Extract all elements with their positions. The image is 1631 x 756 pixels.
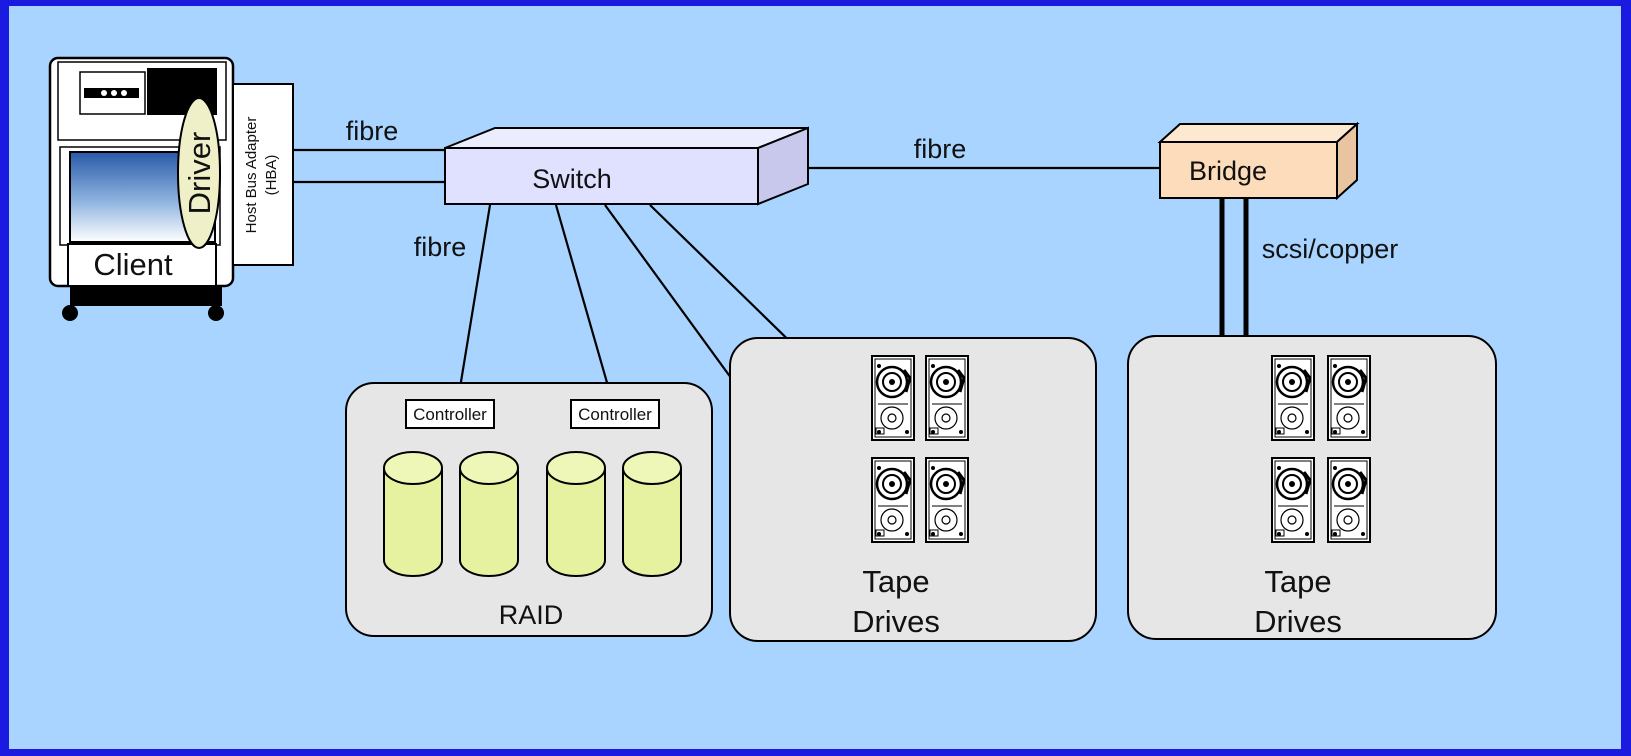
raid-group	[345, 382, 713, 637]
tape-drive-icon	[870, 354, 916, 442]
tape-drive-icon	[924, 456, 970, 544]
raid-label: RAID	[499, 600, 564, 630]
hba-label-line2: (HBA)	[263, 155, 280, 196]
raid-controller-2-label: Controller	[578, 405, 652, 424]
raid-disk	[459, 451, 519, 577]
raid-controller-1	[405, 399, 495, 429]
tape-drive-icon	[1270, 354, 1316, 442]
tape-group-1-line1: Tape	[862, 564, 929, 599]
driver-oval	[177, 97, 221, 249]
raid-controller-2	[570, 399, 660, 429]
switch-box	[444, 126, 809, 206]
tape-group-2-line2: Drives	[1254, 604, 1342, 639]
driver-label: Driver	[182, 132, 217, 215]
tape-drive-icon	[924, 354, 970, 442]
tape-drive-icon	[1270, 456, 1316, 544]
fibre-label-client: fibre	[346, 116, 399, 146]
bridge-label: Bridge	[1189, 156, 1267, 186]
scsi-copper-label: scsi/copper	[1262, 234, 1399, 264]
fibre-label-raid: fibre	[414, 232, 467, 262]
switch-label: Switch	[532, 164, 612, 194]
raid-disk	[383, 451, 443, 577]
client-label: Client	[93, 247, 173, 282]
raid-controller-1-label: Controller	[413, 405, 487, 424]
raid-disk	[622, 451, 682, 577]
wheel-icon	[208, 305, 224, 321]
tape-group-1-line2: Drives	[852, 604, 940, 639]
tape-group-2-line1: Tape	[1264, 564, 1331, 599]
hba-label-line1: Host Bus Adapter	[243, 117, 260, 234]
fibre-label-bridge: fibre	[914, 134, 967, 164]
tape-drive-icon	[1326, 456, 1372, 544]
hba-card	[232, 83, 294, 266]
tape-drive-icon	[870, 456, 916, 544]
tape-drive-icon	[1326, 354, 1372, 442]
wheel-icon	[62, 305, 78, 321]
raid-disk	[546, 451, 606, 577]
bridge-box	[1157, 121, 1360, 201]
